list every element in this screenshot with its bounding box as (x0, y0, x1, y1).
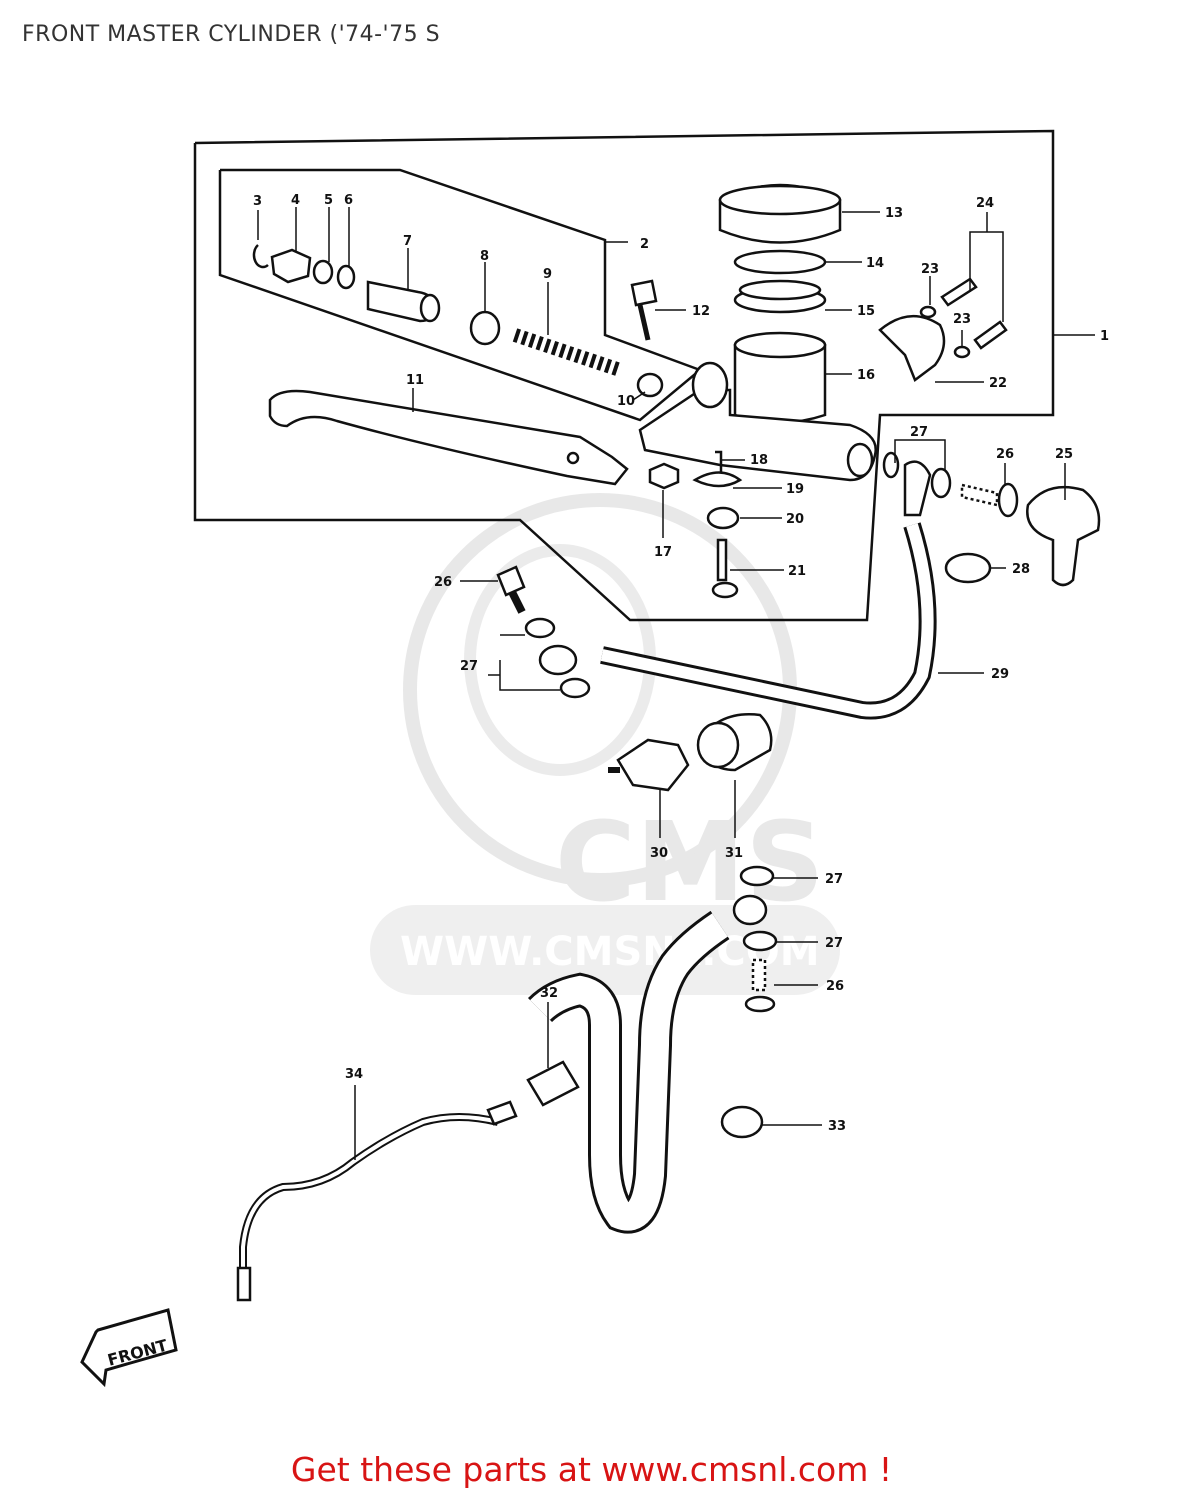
callout-28: 28 (1012, 562, 1030, 577)
callout-14: 14 (866, 256, 884, 271)
parts-diagram: CMS WWW.CMSNL.COM (80, 129, 1109, 1388)
callout-26b: 26 (434, 575, 452, 590)
front-arrow-marker: FRONT (80, 1308, 178, 1388)
callout-8: 8 (480, 249, 489, 264)
callout-33: 33 (828, 1119, 846, 1134)
callout-17: 17 (654, 545, 672, 560)
callout-23b: 23 (953, 312, 971, 327)
callout-27a: 27 (910, 425, 928, 440)
callout-20: 20 (786, 512, 804, 527)
callout-2: 2 (640, 237, 649, 252)
callout-32: 32 (540, 986, 558, 1001)
callout-27d: 27 (825, 936, 843, 951)
callout-30: 30 (650, 846, 668, 861)
assembly-outlines (193, 129, 1055, 622)
callout-4: 4 (291, 193, 300, 208)
callout-27c: 27 (825, 872, 843, 887)
callout-22: 22 (989, 376, 1007, 391)
watermark-logo: CMS (555, 798, 824, 926)
page-title: FRONT MASTER CYLINDER ('74-'75 S (22, 22, 441, 47)
callout-1: 1 (1100, 329, 1109, 344)
callout-31: 31 (725, 846, 743, 861)
callout-13: 13 (885, 206, 903, 221)
callout-26a: 26 (996, 447, 1014, 462)
callout-10: 10 (617, 394, 635, 409)
callout-5: 5 (324, 193, 333, 208)
callout-16: 16 (857, 368, 875, 383)
leader-lines (257, 207, 1095, 1160)
callout-11: 11 (406, 373, 424, 388)
callout-6: 6 (344, 193, 353, 208)
callout-18: 18 (750, 453, 768, 468)
callout-25: 25 (1055, 447, 1073, 462)
callout-15: 15 (857, 304, 875, 319)
callout-24: 24 (976, 196, 994, 211)
callout-3: 3 (253, 194, 262, 209)
callout-26c: 26 (826, 979, 844, 994)
callout-7: 7 (403, 234, 412, 249)
callout-12: 12 (692, 304, 710, 319)
callout-34: 34 (345, 1067, 363, 1082)
callout-23a: 23 (921, 262, 939, 277)
callout-labels: 1 2 3 4 5 6 7 8 9 10 11 12 13 14 15 16 1… (253, 193, 1109, 1134)
callout-27b: 27 (460, 659, 478, 674)
parts-shapes (236, 183, 1101, 1302)
callout-9: 9 (543, 267, 552, 282)
callout-19: 19 (786, 482, 804, 497)
footer-link-text[interactable]: Get these parts at www.cmsnl.com ! (290, 1450, 893, 1489)
callout-29: 29 (991, 667, 1009, 682)
callout-21: 21 (788, 564, 806, 579)
